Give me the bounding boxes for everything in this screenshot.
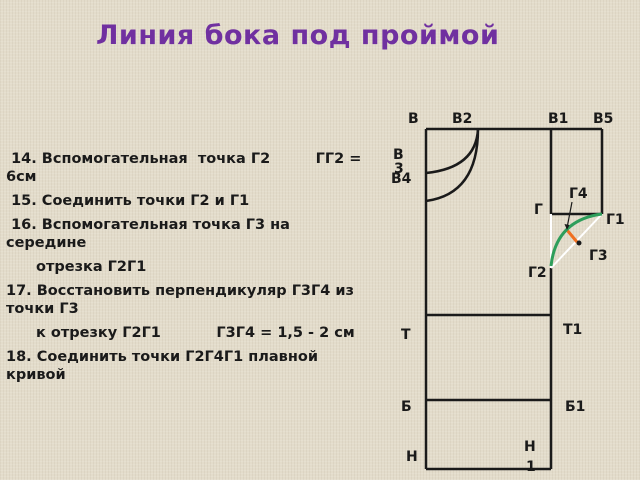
label-n1-letter: Н	[524, 439, 536, 455]
label-t: Т	[401, 327, 411, 343]
step-18: 18. Соединить точки Г2Г4Г1 плавной кривой	[6, 348, 401, 384]
label-b1: В1	[548, 111, 568, 127]
step-17-line2: точки Г3	[6, 301, 79, 317]
label-g4: Г4	[569, 186, 588, 202]
g3-point	[576, 240, 582, 246]
step-17-line1: 17. Восстановить перпендикуляр Г3Г4 из	[6, 283, 354, 299]
label-n: Н	[406, 449, 418, 465]
label-bb: Б	[401, 399, 412, 415]
pattern-outline	[424, 127, 604, 471]
step-16-line2: середине	[6, 235, 87, 251]
step-16-cont: отрезка Г2Г1	[6, 258, 401, 276]
instruction-steps: 14. Вспомогательная точка Г2 ГГ2 = 6см 15…	[6, 150, 401, 390]
label-b3-digit: 3	[394, 161, 404, 177]
label-t1: Т1	[563, 322, 582, 338]
neck-arc-b3	[425, 128, 480, 175]
g4-pointer-line	[566, 201, 573, 229]
step-16-line1: 16. Вспомогательная точка Г3 на	[6, 217, 290, 233]
step-14-line2: 6см	[6, 169, 37, 185]
g4-arrowhead-icon	[564, 224, 570, 230]
label-b4: В4	[391, 171, 412, 187]
step-15-line1: 15. Соединить точки Г2 и Г1	[6, 193, 250, 209]
label-b2: В2	[452, 111, 472, 127]
slide-title: Линия бока под проймой	[96, 20, 500, 51]
label-b: В	[408, 111, 419, 127]
armhole-curve	[549, 212, 603, 267]
label-b5: В5	[593, 111, 613, 127]
label-g: Г	[534, 202, 543, 218]
label-g3: Г3	[589, 248, 608, 264]
step-14-line1: 14. Вспомогательная точка Г2 ГГ2 =	[6, 151, 362, 167]
step-18-line2: кривой	[6, 367, 66, 383]
g3-g4-perpendicular	[565, 229, 579, 243]
step-17-indent: к отрезку Г2Г1 Г3Г4 = 1,5 - 2 см	[36, 325, 355, 341]
label-g2: Г2	[528, 265, 547, 281]
step-16: 16. Вспомогательная точка Г3 на середине	[6, 216, 401, 252]
step-17-cont: к отрезку Г2Г1 Г3Г4 = 1,5 - 2 см	[6, 324, 401, 342]
step-14: 14. Вспомогательная точка Г2 ГГ2 = 6см	[6, 150, 401, 186]
neck-arc-b4	[425, 128, 480, 203]
label-g1: Г1	[606, 212, 625, 228]
label-n1-digit: 1	[526, 459, 536, 475]
step-17: 17. Восстановить перпендикуляр Г3Г4 из то…	[6, 282, 401, 318]
step-18-line1: 18. Соединить точки Г2Г4Г1 плавной	[6, 349, 318, 365]
label-bb1: Б1	[565, 399, 585, 415]
step-16-indent: отрезка Г2Г1	[36, 259, 147, 275]
label-b3-letter: В	[393, 147, 404, 163]
step-15: 15. Соединить точки Г2 и Г1	[6, 192, 401, 210]
